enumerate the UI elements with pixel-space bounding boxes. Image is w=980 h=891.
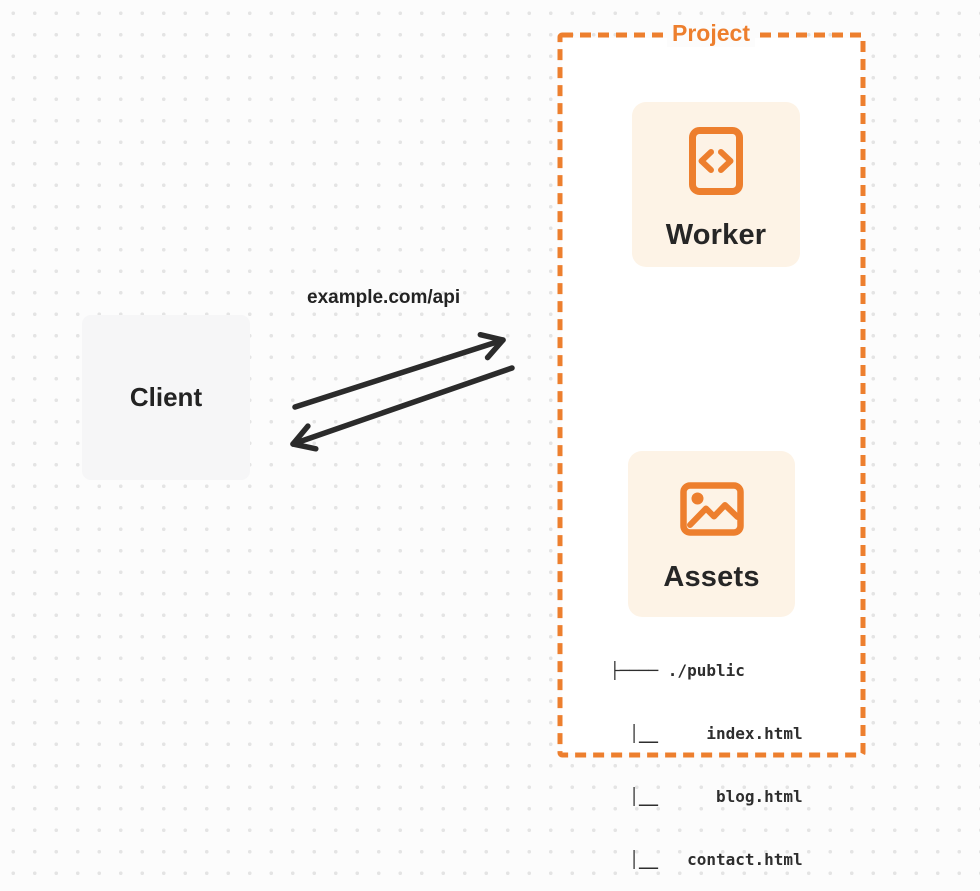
request-arrowhead-icon	[477, 331, 506, 361]
file-tree-line: │__ contact.html	[610, 850, 803, 869]
client-label: Client	[129, 382, 203, 412]
response-arrowhead-icon	[290, 423, 319, 452]
request-url-label: example.com/api	[307, 287, 461, 308]
worker-node: Worker	[632, 102, 800, 267]
assets-label: Assets	[663, 561, 760, 593]
client-node: Client	[82, 315, 250, 480]
assets-file-tree: ├──── ./public │__ index.html │__ blog.h…	[610, 618, 803, 891]
assets-node: Assets	[628, 451, 795, 617]
project-label: Project	[667, 19, 755, 47]
file-tree-line: ├──── ./public	[610, 661, 745, 680]
file-tree-line: │__ blog.html	[610, 787, 803, 806]
response-arrow-line	[290, 365, 515, 447]
request-arrow-line	[292, 337, 506, 410]
image-icon	[679, 482, 744, 536]
worker-label: Worker	[665, 219, 767, 251]
file-tree-line: │__ index.html	[610, 724, 803, 743]
diagram-canvas: { "colors": { "accent_orange": "#ED7F2E"…	[0, 0, 980, 869]
request-response-arrows	[290, 331, 515, 452]
code-file-icon	[689, 127, 743, 195]
